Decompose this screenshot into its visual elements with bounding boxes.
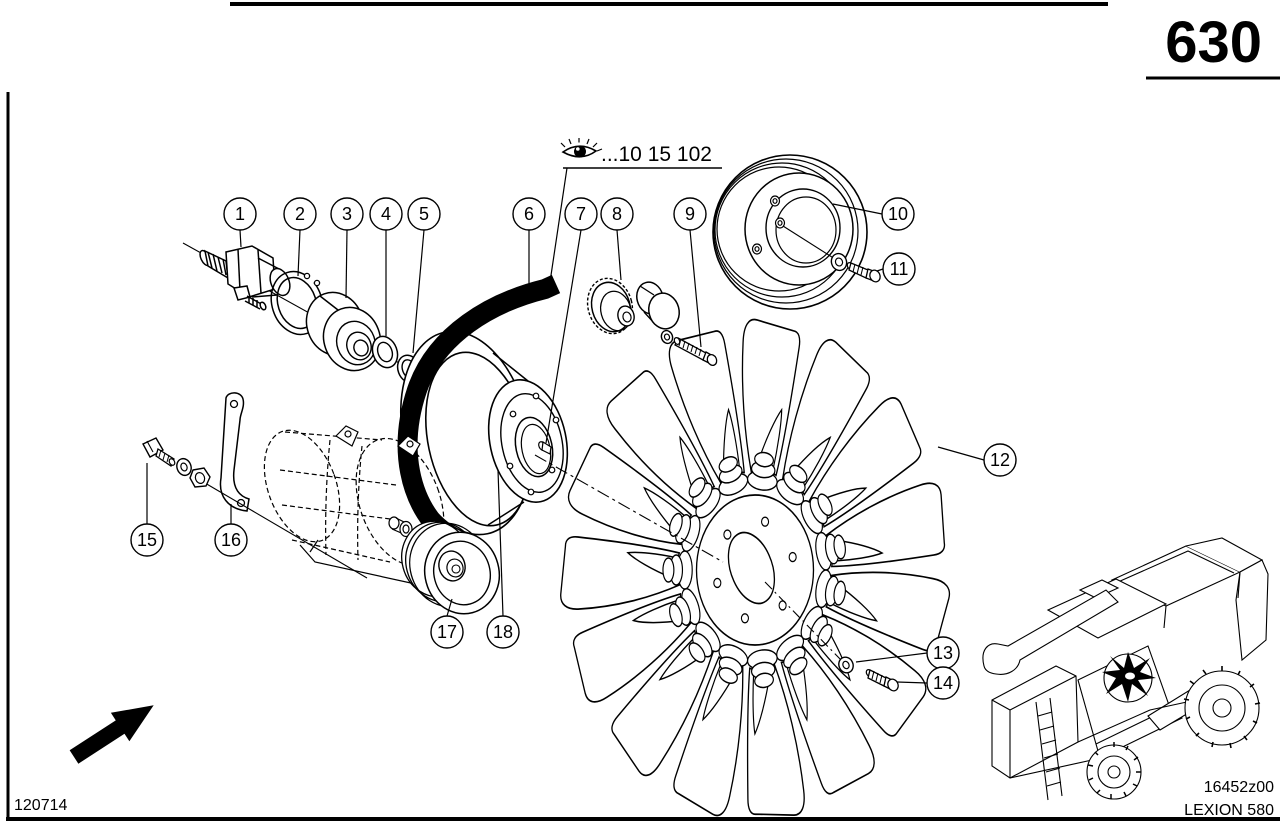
machine-locator: [982, 537, 1269, 801]
model-label: LEXION 580: [1184, 802, 1274, 819]
fan-washer: [838, 656, 854, 674]
page-frame: [6, 2, 1280, 821]
fan-bolt: [865, 669, 899, 692]
svg-text:10: 10: [888, 204, 908, 224]
part-washer-small: [371, 335, 399, 369]
drawing-number: 16452z00: [1204, 779, 1274, 796]
callout-14[interactable]: 14: [896, 666, 960, 700]
svg-text:6: 6: [524, 204, 534, 224]
ladder: [1035, 697, 1063, 801]
callout-5[interactable]: 5: [407, 197, 441, 354]
svg-text:7: 7: [576, 204, 586, 224]
svg-text:5: 5: [419, 204, 429, 224]
svg-text:8: 8: [612, 204, 622, 224]
svg-text:3: 3: [342, 204, 352, 224]
callout-12[interactable]: 12: [937, 443, 1017, 477]
footer-date-code: 120714: [14, 797, 67, 814]
svg-text:4: 4: [381, 204, 391, 224]
callout-3[interactable]: 3: [330, 197, 364, 299]
callout-13[interactable]: 13: [855, 636, 960, 670]
svg-text:13: 13: [933, 643, 953, 663]
callout-10[interactable]: 10: [832, 197, 915, 231]
svg-text:9: 9: [685, 204, 695, 224]
callout-9[interactable]: 9: [673, 197, 707, 348]
part-bearing: [305, 291, 382, 372]
fan-hub: [695, 494, 815, 646]
fan: [559, 317, 953, 823]
bracket-bolt: [142, 437, 176, 467]
eye-icon: [560, 138, 603, 158]
crankshaft-pulley: [712, 154, 868, 310]
bracket-washer: [176, 457, 192, 477]
callout-8[interactable]: 8: [600, 197, 634, 281]
svg-text:2: 2: [295, 204, 305, 224]
svg-text:14: 14: [933, 673, 953, 693]
callout-18[interactable]: 18: [486, 469, 520, 649]
hub-bolt: [538, 440, 552, 455]
callout-4[interactable]: 4: [369, 197, 403, 336]
callout-17[interactable]: 17: [430, 598, 464, 649]
callout-2[interactable]: 2: [283, 197, 317, 277]
svg-text:15: 15: [137, 530, 157, 550]
front-wheel: [1086, 742, 1142, 800]
tension-bracket: [204, 392, 368, 579]
tensioner-bolt: [673, 337, 718, 366]
pulley-bolt: [846, 262, 881, 283]
page-number: 630: [1165, 10, 1262, 75]
belt: [397, 274, 561, 544]
callout-11[interactable]: 11: [876, 252, 916, 286]
belt-tensioner: [586, 277, 680, 335]
callout-6[interactable]: 6: [512, 197, 546, 291]
svg-text:11: 11: [890, 259, 909, 279]
svg-text:16: 16: [221, 530, 241, 550]
rear-wheel: [1183, 666, 1261, 749]
callout-1[interactable]: 1: [223, 197, 257, 248]
callout-15[interactable]: 15: [130, 463, 164, 557]
compressor-pulley: [401, 520, 501, 615]
callouts: 1 2 3 4 5 6 7 8: [130, 197, 1017, 700]
direction-arrow-icon: [69, 705, 154, 764]
svg-text:1: 1: [235, 204, 245, 224]
page-reference[interactable]: ...10 15 102: [549, 138, 722, 283]
reference-label: ...10 15 102: [601, 143, 712, 166]
tensioner-washer: [660, 329, 674, 345]
pulley-washer: [830, 252, 848, 272]
svg-text:18: 18: [493, 622, 513, 642]
callout-7[interactable]: 7: [545, 197, 598, 444]
part-fitting: [199, 245, 291, 311]
callout-16[interactable]: 16: [214, 504, 248, 557]
svg-text:12: 12: [990, 450, 1010, 470]
svg-text:17: 17: [437, 622, 457, 642]
bracket-nut: [189, 467, 211, 488]
